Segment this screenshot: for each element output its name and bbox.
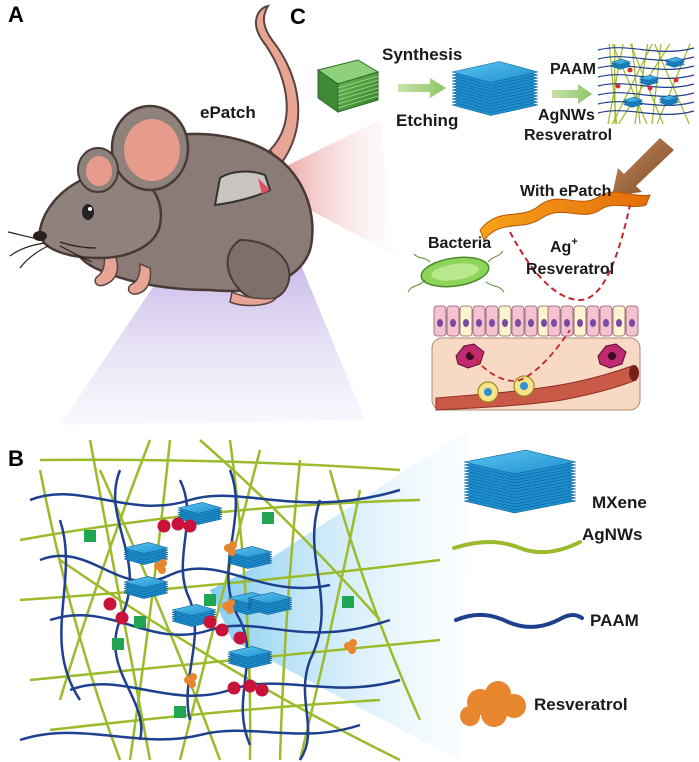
arrow-composite	[552, 84, 592, 104]
with-epatch-label: With ePatch	[520, 183, 611, 200]
panel-c-label: C	[290, 4, 306, 29]
resveratrol-label: Resveratrol	[524, 127, 612, 144]
legend-resveratrol-label: Resveratrol	[534, 695, 628, 714]
arrow-synthesis	[398, 78, 446, 98]
mouse-tail	[256, 6, 298, 165]
panel-b: B	[8, 430, 468, 762]
mouse-eye	[82, 204, 94, 220]
legend-mxene-label: MXene	[592, 493, 647, 512]
legend-paam-icon	[456, 615, 582, 627]
legend-agnws-label: AgNWs	[582, 525, 642, 544]
composite-network-mini	[598, 44, 694, 124]
epatch-label: ePatch	[200, 103, 256, 122]
agnws-label: AgNWs	[538, 107, 595, 124]
legend-paam-label: PAAM	[590, 611, 639, 630]
mxene-stack-process	[452, 62, 538, 116]
legend-agnws-icon	[454, 542, 580, 552]
max-phase-stack	[318, 60, 378, 112]
tissue	[432, 306, 640, 410]
etching-label: Etching	[396, 111, 458, 130]
mouse-ear-inner	[124, 119, 180, 181]
panel-b-label: B	[8, 446, 24, 471]
ag-ion-label: Ag+	[550, 236, 578, 256]
mouse-ear-2-inner	[86, 156, 112, 186]
legend: MXene AgNWs PAAM Resveratrol	[454, 450, 647, 727]
synthesis-label: Synthesis	[382, 45, 462, 64]
panel-a-label: A	[8, 2, 24, 27]
legend-mxene-icon	[464, 450, 576, 513]
legend-resveratrol-icon	[460, 681, 526, 727]
bacteria-label: Bacteria	[428, 235, 491, 252]
arrow-apply	[612, 138, 674, 196]
bacteria	[408, 251, 504, 292]
resveratrol-release-label: Resveratrol	[526, 261, 614, 278]
paam-label: PAAM	[550, 61, 596, 78]
